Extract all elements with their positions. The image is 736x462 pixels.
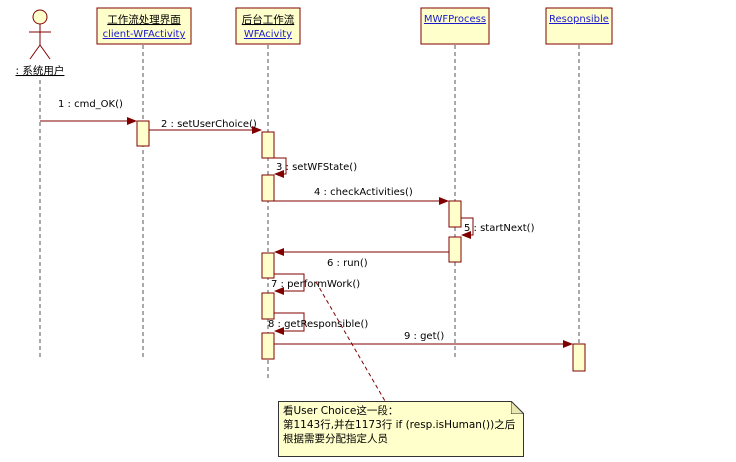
object-subtitle: WFAcivity: [244, 29, 292, 40]
activation-bar: [448, 200, 462, 228]
message-label-run: 6 : run(): [327, 258, 368, 269]
self-message-arrow: [274, 157, 287, 178]
activation-bar: [136, 120, 150, 147]
note-line: 第1143行,并在1173行 if (resp.isHuman())之后: [283, 419, 516, 431]
activation-bar: [261, 131, 275, 159]
activation-bar: [261, 252, 275, 279]
message-label-get: 9 : get(): [404, 331, 444, 342]
activation-bar: [261, 292, 275, 320]
object-client-wfactivity[interactable]: 工作流处理界面 client-WFActivity: [96, 7, 192, 45]
activation-bar: [261, 174, 275, 202]
self-message-arrow: [461, 217, 474, 239]
object-subtitle: MWFProcess: [424, 14, 486, 25]
object-title: 工作流处理界面: [107, 13, 181, 26]
message-label-set-user-choice: 2 : setUserChoice(): [161, 119, 257, 130]
activation-bar: [261, 332, 275, 360]
object-mwfprocess[interactable]: MWFProcess: [420, 7, 490, 45]
self-message-arrow: [274, 273, 305, 295]
object-subtitle: client-WFActivity: [103, 29, 186, 40]
object-title: 后台工作流: [242, 13, 295, 26]
message-label-check-activities: 4 : checkActivities(): [314, 187, 413, 198]
activation-bar: [448, 236, 462, 263]
self-message-arrow: [274, 312, 305, 335]
message-label-cmd-ok: 1 : cmd_OK(): [58, 99, 123, 110]
message-label-start-next: 5 : startNext(): [464, 223, 535, 234]
note-connector: [315, 281, 386, 402]
note-line: 看User Choice这一段：: [283, 405, 399, 417]
object-wfacivity[interactable]: 后台工作流 WFAcivity: [235, 7, 301, 45]
note-box: 看User Choice这一段： 第1143行,并在1173行 if (resp…: [278, 401, 524, 457]
message-label-get-responsible: 8 : getResponsible(): [268, 319, 368, 330]
activation-bar: [572, 343, 586, 372]
actor-system-user: : 系统用户: [16, 9, 65, 77]
activations: [136, 120, 586, 372]
object-subtitle: Resopnsible: [549, 14, 609, 25]
object-resopnsible[interactable]: Resopnsible: [545, 7, 613, 45]
messages: [40, 117, 573, 348]
actor-title: : 系统用户: [16, 64, 65, 77]
message-label-set-wf-state: 3 : setWFState(): [276, 162, 357, 173]
message-label-perform-work: 7 : performWork(): [271, 279, 360, 290]
note-line: 根据需要分配指定人员: [283, 433, 388, 445]
note-fold-icon: [511, 401, 524, 414]
